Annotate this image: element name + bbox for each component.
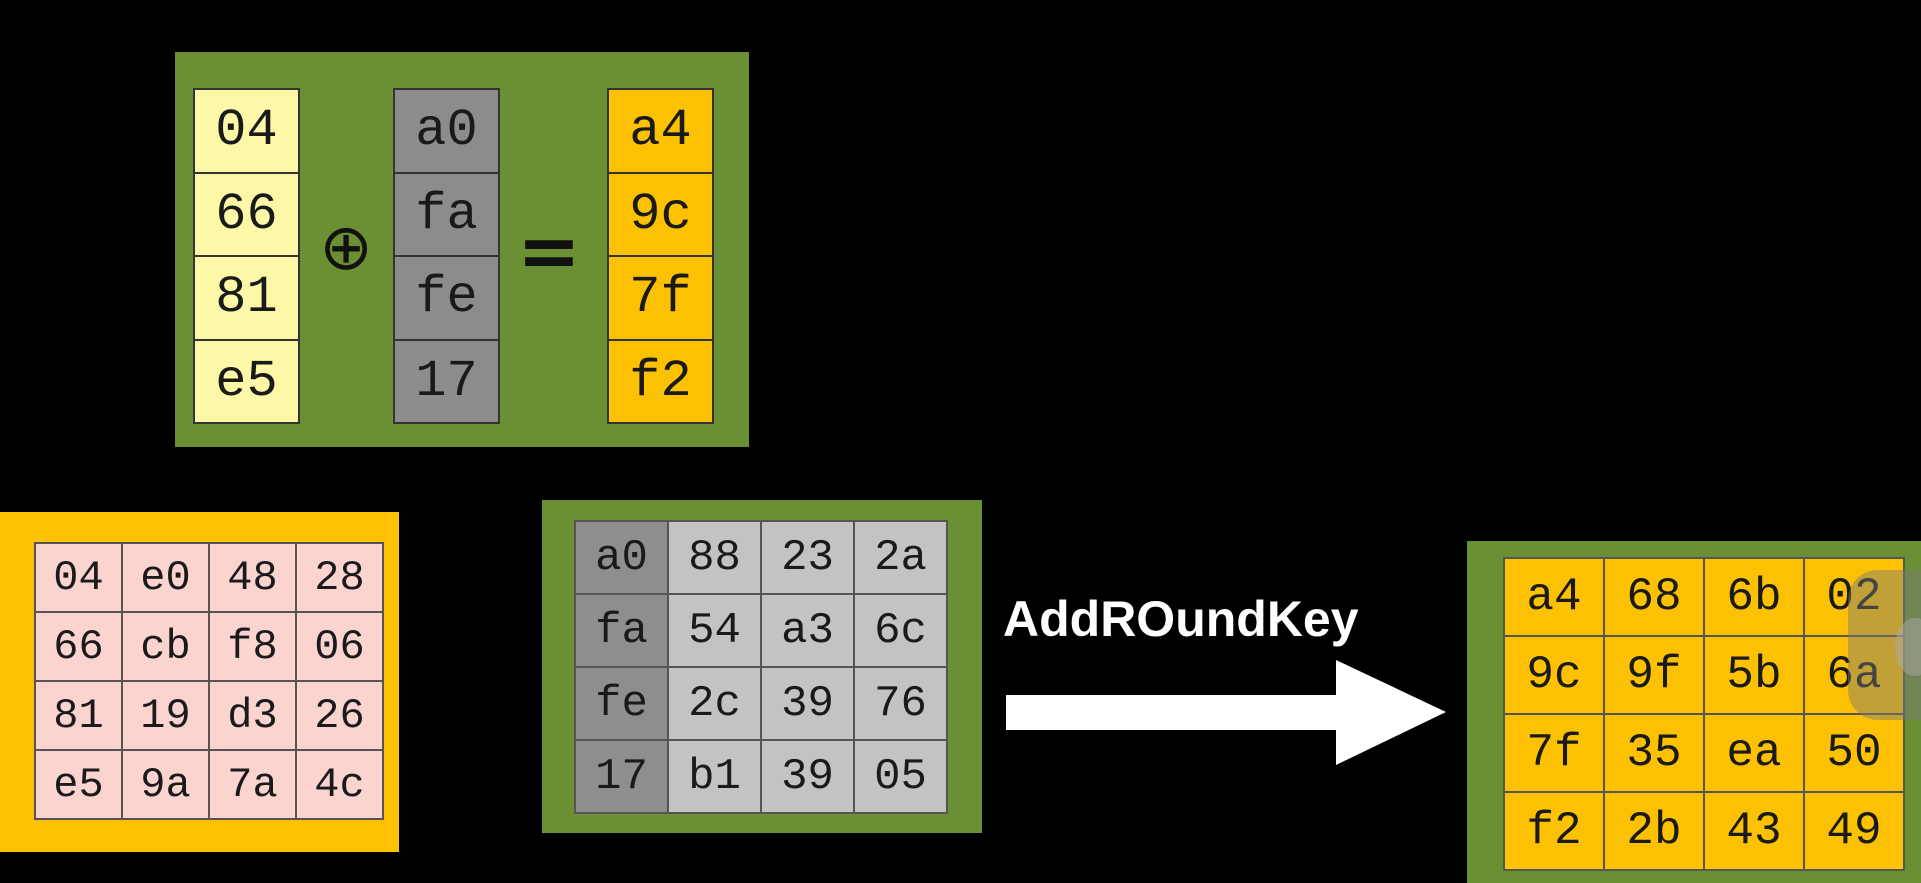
matrix-cell: 2b <box>1605 793 1705 871</box>
matrix-cell: cb <box>123 613 210 682</box>
matrix-cell: 48 <box>210 544 297 613</box>
matrix-cell: 49 <box>1805 793 1905 871</box>
matrix-cell: 81 <box>36 682 123 751</box>
state-column-cell: 81 <box>193 255 300 341</box>
matrix-cell: 9a <box>123 751 210 820</box>
matrix-cell: 68 <box>1605 559 1705 637</box>
matrix-cell: 23 <box>762 522 855 595</box>
matrix-cell: d3 <box>210 682 297 751</box>
key-column-cell: 17 <box>393 338 500 424</box>
matrix-cell: 17 <box>576 741 669 814</box>
xor-icon: ⊕ <box>319 211 373 285</box>
result-column: a4 9c 7f f2 <box>607 88 714 424</box>
matrix-cell: b1 <box>669 741 762 814</box>
matrix-cell: 2a <box>855 522 948 595</box>
equals-sign: = <box>517 205 581 295</box>
result-column-cell: f2 <box>607 338 714 424</box>
result-column-cell: 7f <box>607 255 714 341</box>
matrix-cell: fe <box>576 668 669 741</box>
state-column-cell: e5 <box>193 338 300 424</box>
xor-example-panel: 04 66 81 e5 ⊕ a0 fa fe 17 = a4 9c 7f f2 <box>175 52 749 447</box>
matrix-cell: 6c <box>855 595 948 668</box>
state-column-cell: 04 <box>193 88 300 174</box>
matrix-cell: a4 <box>1505 559 1605 637</box>
matrix-cell: e5 <box>36 751 123 820</box>
matrix-cell: 66 <box>36 613 123 682</box>
matrix-cell: 76 <box>855 668 948 741</box>
matrix-cell: 4c <box>297 751 384 820</box>
key-column-cell: fa <box>393 171 500 257</box>
key-column: a0 fa fe 17 <box>393 88 500 424</box>
matrix-cell: 39 <box>762 668 855 741</box>
matrix-cell: 26 <box>297 682 384 751</box>
matrix-cell: 7a <box>210 751 297 820</box>
matrix-cell: 05 <box>855 741 948 814</box>
matrix-cell: ea <box>1705 715 1805 793</box>
matrix-cell: a3 <box>762 595 855 668</box>
matrix-cell: 5b <box>1705 637 1805 715</box>
result-column-cell: 9c <box>607 171 714 257</box>
matrix-cell: fa <box>576 595 669 668</box>
matrix-cell: 9c <box>1505 637 1605 715</box>
matrix-cell: 28 <box>297 544 384 613</box>
matrix-cell: f8 <box>210 613 297 682</box>
matrix-cell: 06 <box>297 613 384 682</box>
matrix-cell: f2 <box>1505 793 1605 871</box>
key-column-cell: fe <box>393 255 500 341</box>
matrix-cell: 6a <box>1805 637 1905 715</box>
matrix-cell: 2c <box>669 668 762 741</box>
matrix-cell: 88 <box>669 522 762 595</box>
state-column: 04 66 81 e5 <box>193 88 300 424</box>
matrix-cell: 35 <box>1605 715 1705 793</box>
side-panel-knob[interactable] <box>1895 618 1921 676</box>
operation-label: AddROundKey <box>1003 591 1359 647</box>
matrix-cell: 39 <box>762 741 855 814</box>
state-column-cell: 66 <box>193 171 300 257</box>
matrix-cell: 54 <box>669 595 762 668</box>
matrix-cell: 50 <box>1805 715 1905 793</box>
matrix-cell: 19 <box>123 682 210 751</box>
matrix-cell: e0 <box>123 544 210 613</box>
matrix-cell: 7f <box>1505 715 1605 793</box>
right-arrow-icon <box>1006 660 1446 765</box>
matrix-cell: 9f <box>1605 637 1705 715</box>
result-column-cell: a4 <box>607 88 714 174</box>
matrix-cell: 04 <box>36 544 123 613</box>
matrix-cell: 02 <box>1805 559 1905 637</box>
matrix-cell: 43 <box>1705 793 1805 871</box>
matrix-cell: 6b <box>1705 559 1805 637</box>
matrix-cell: a0 <box>576 522 669 595</box>
key-column-cell: a0 <box>393 88 500 174</box>
